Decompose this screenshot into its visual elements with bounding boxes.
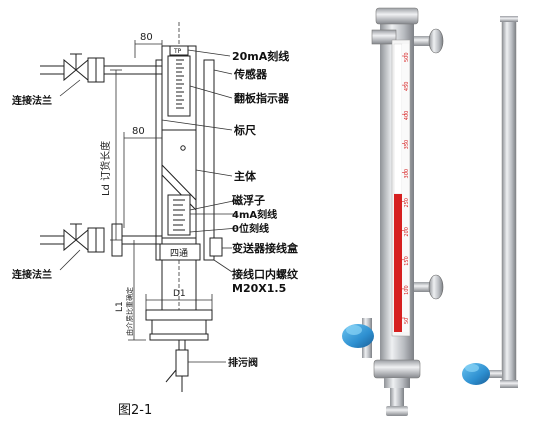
callout-transmitter-box: 变送器接线盒 <box>232 241 299 255</box>
drain-valve-icon <box>165 349 189 392</box>
ruler-strip <box>155 59 163 261</box>
photo-scale-number: 500 <box>404 52 410 62</box>
dim-ld-order-length: Ld 订货长度 <box>99 141 112 196</box>
photo-scale-number: 100 <box>404 285 410 295</box>
photo-scale-number: 150 <box>404 256 410 266</box>
dim-mid-80: 80 <box>132 126 145 137</box>
transmitter-junction-box <box>209 237 223 257</box>
bottom-valve-icon <box>63 223 89 252</box>
top-box-mark: TP <box>173 48 182 55</box>
transmitter-head-icon <box>342 318 374 358</box>
callout-flap-indicator: 翻板指示器 <box>234 91 290 105</box>
callout-body: 主体 <box>234 169 257 183</box>
dim-l1-note: 由介质比重确定 <box>125 287 134 336</box>
callout-thread-spec: M20X1.5 <box>232 282 286 295</box>
figure-caption: 图2-1 <box>118 403 152 418</box>
dimension-lines <box>110 22 213 341</box>
photo-scale-number: 400 <box>404 111 410 121</box>
top-flange <box>87 57 97 83</box>
dim-l1: L1 <box>115 301 125 312</box>
indicator-ticks <box>176 59 184 109</box>
photo-scale-number: 200 <box>404 227 410 237</box>
photo-scale-number: 300 <box>404 169 410 179</box>
photo-scale-number: 450 <box>404 82 410 92</box>
callout-drain-valve: 排污阀 <box>228 356 258 369</box>
sensor-column <box>203 59 215 261</box>
callout-4ma-line: 4mA刻线 <box>232 208 277 221</box>
callout-sensor: 传感器 <box>233 67 268 81</box>
bottom-four-way-box <box>159 243 201 261</box>
base-plate <box>145 309 213 321</box>
callout-ruler: 标尺 <box>233 123 256 137</box>
engineering-drawing: TP 四通 <box>40 22 239 392</box>
top-valve-icon <box>63 53 89 82</box>
dim-d1: D1 <box>173 289 186 299</box>
callout-magnetic-float: 磁浮子 <box>232 193 265 207</box>
top-sensor-box <box>169 45 189 56</box>
photo-scale-number: 250 <box>404 198 410 208</box>
bottom-box-mark: 四通 <box>170 248 188 259</box>
photo-scale-number: 50 <box>404 318 410 324</box>
callout-thread-label: 接线口内螺纹 <box>232 267 299 281</box>
callout-flange-bottom: 连接法兰 <box>12 268 52 281</box>
callout-flange-top: 连接法兰 <box>12 94 52 107</box>
callout-zero-line: 0位刻线 <box>232 222 269 235</box>
leader-lines <box>59 49 239 363</box>
product-photo-side-view <box>462 16 518 388</box>
red-flap-indicator <box>394 194 402 332</box>
callout-20ma-line: 20mA刻线 <box>232 49 289 63</box>
flap-indicator-window <box>167 55 191 117</box>
bottom-flange <box>87 227 97 253</box>
side-transmitter-head-icon <box>462 363 490 385</box>
photo-scale-numbers: 500 450 400 350 300 250 200 150 100 50 <box>402 52 410 324</box>
product-photo-gauge: 500 450 400 350 300 250 200 150 100 50 <box>342 7 444 416</box>
dim-top-80: 80 <box>140 32 153 43</box>
photo-scale-number: 350 <box>404 140 410 150</box>
